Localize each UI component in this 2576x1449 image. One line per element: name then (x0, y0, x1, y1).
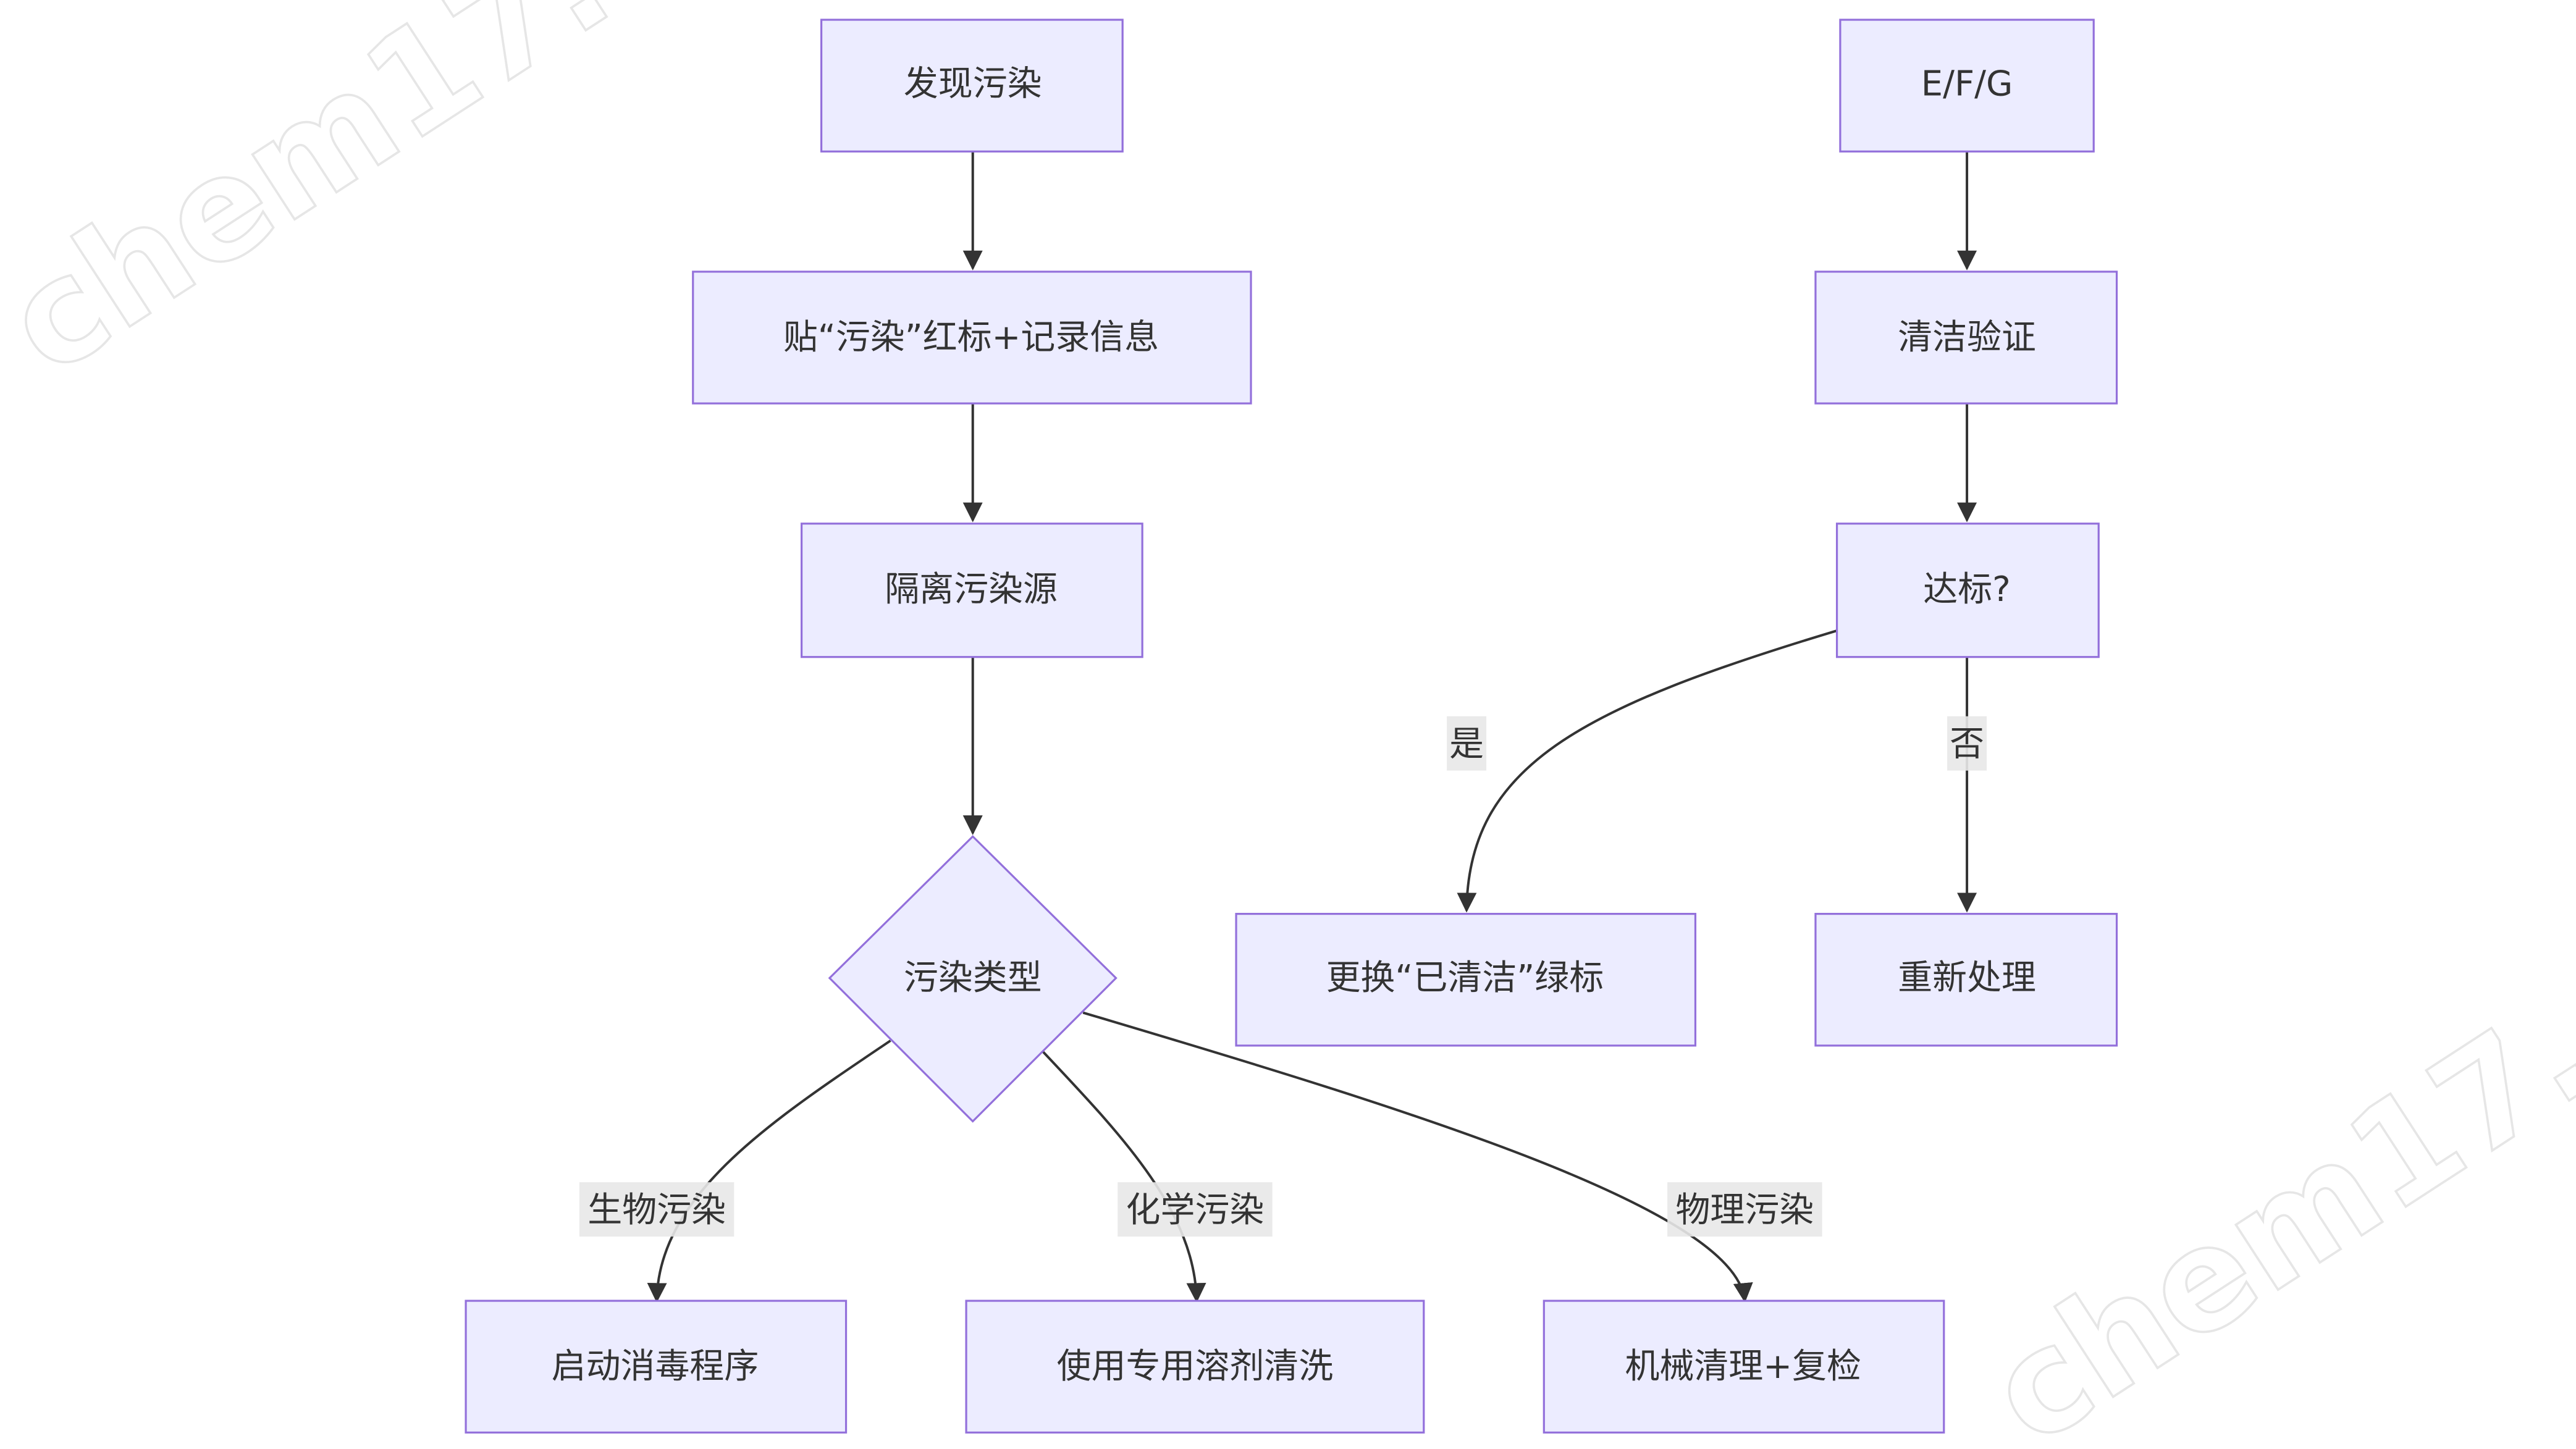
node-disinfect: 启动消毒程序 (465, 1300, 848, 1434)
node-efg: E/F/G (1839, 19, 2095, 153)
node-reprocess-label: 重新处理 (1898, 958, 2036, 998)
edge-label-no-text: 否 (1950, 724, 1984, 764)
edge-label-phys-text: 物理污染 (1675, 1190, 1814, 1230)
node-green-label: 更换“已清洁”绿标 (1235, 912, 1697, 1047)
edge-label-bio: 生物污染 (579, 1182, 734, 1237)
node-discover: 发现污染 (820, 19, 1124, 153)
watermark-text-bottom: chem17.com (1961, 790, 2576, 1449)
node-type-decision-label: 污染类型 (904, 958, 1042, 998)
node-pass-decision: 达标? (1835, 523, 2100, 658)
node-pass-decision-label: 达标? (1923, 569, 2011, 610)
node-solvent-label: 使用专用溶剂清洗 (1057, 1346, 1334, 1387)
edges (647, 151, 1977, 1303)
node-mechanical-label: 机械清理+复检 (1625, 1346, 1861, 1387)
node-discover-label: 发现污染 (904, 64, 1042, 104)
edge-label-phys: 物理污染 (1667, 1182, 1822, 1237)
node-mechanical: 机械清理+复检 (1543, 1300, 1945, 1434)
node-label-record: 贴“污染”红标+记录信息 (692, 271, 1252, 405)
node-reprocess: 重新处理 (1814, 912, 2118, 1047)
node-green-label-label: 更换“已清洁”绿标 (1326, 958, 1604, 998)
edge-label-yes: 是 (1447, 716, 1487, 771)
node-efg-label: E/F/G (1921, 64, 2013, 104)
edge-label-chem: 化学污染 (1118, 1182, 1273, 1237)
node-isolate: 隔离污染源 (801, 523, 1143, 658)
edge-label-no: 否 (1947, 716, 1987, 771)
node-type-decision: 污染类型 (828, 835, 1118, 1123)
node-isolate-label: 隔离污染源 (885, 569, 1058, 610)
node-solvent: 使用专用溶剂清洗 (965, 1300, 1425, 1434)
edge-type-to-mechanical (1082, 1011, 1753, 1303)
edge-type-to-disinfect (647, 1040, 891, 1303)
node-label-record-label: 贴“污染”红标+记录信息 (783, 317, 1159, 358)
edge-pass-to-green-label (1457, 629, 1838, 913)
edge-label-bio-text: 生物污染 (587, 1190, 726, 1230)
node-verify-label: 清洁验证 (1898, 317, 2036, 358)
edge-type-to-solvent (1041, 1049, 1206, 1303)
node-disinfect-label: 启动消毒程序 (552, 1346, 759, 1387)
edge-label-yes-text: 是 (1449, 724, 1484, 764)
edge-label-chem-text: 化学污染 (1126, 1190, 1265, 1230)
node-verify: 清洁验证 (1814, 271, 2118, 405)
